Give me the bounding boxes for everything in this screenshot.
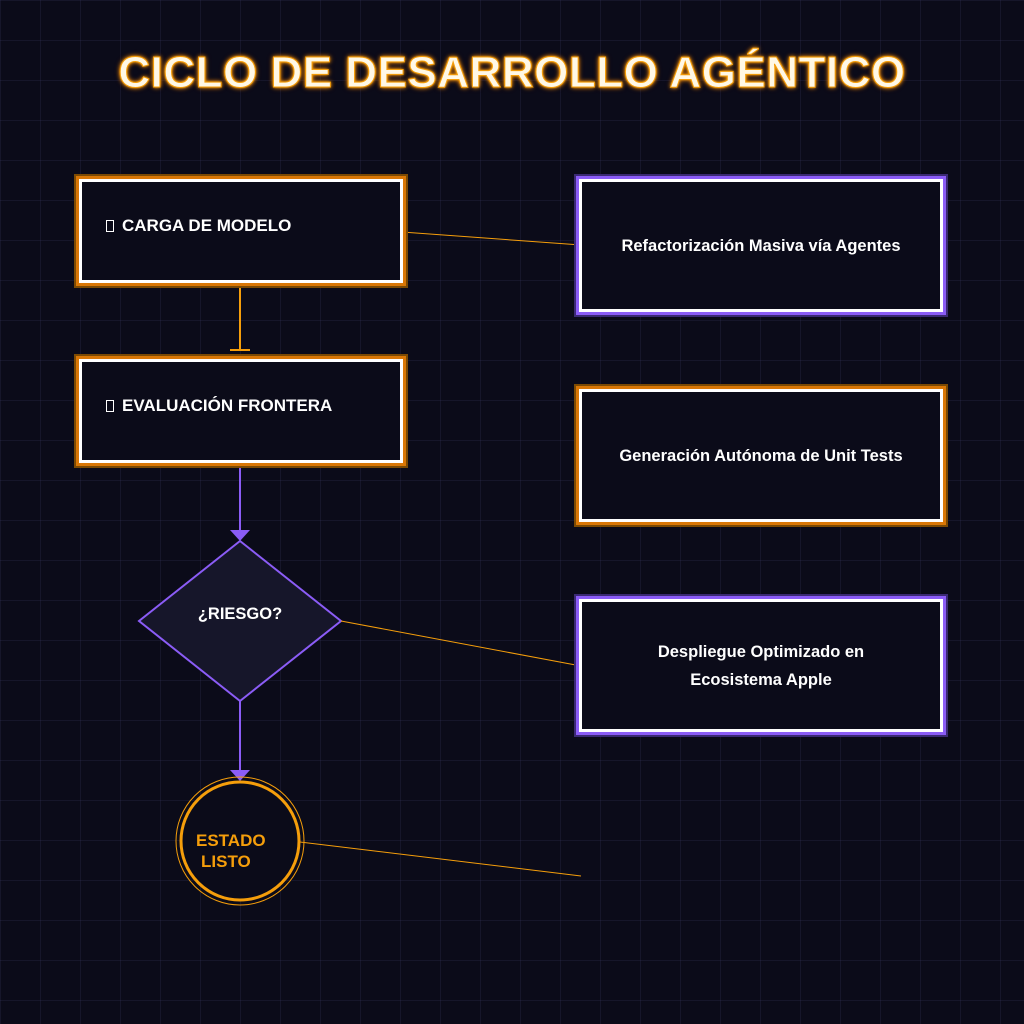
node-estado-label: ESTADO LISTO — [196, 830, 286, 872]
diagram-title: CICLO DE DESARROLLO AGÉNTICO — [118, 48, 906, 98]
estado-line-2: LISTO — [201, 852, 251, 871]
outcome-2-label: Generación Autónoma de Unit Tests — [619, 446, 903, 465]
box-glyph-icon — [106, 400, 114, 412]
node-riesgo-label: ¿RIESGO? — [197, 605, 283, 623]
node-carga-label: CARGA DE MODELO — [122, 216, 292, 235]
arrowhead-evaluacion-riesgo — [230, 530, 250, 541]
box-glyph-icon — [106, 220, 114, 232]
link-riesgo-outcome-3 — [340, 620, 582, 667]
outcome-1-label: Refactorización Masiva vía Agentes — [621, 236, 901, 255]
estado-terminal-outer-ring — [175, 776, 305, 906]
outcome-3-line-2: Ecosistema Apple — [690, 670, 832, 689]
node-evaluacion-frontera[interactable]: EVALUACIÓN FRONTERA — [79, 359, 403, 463]
outcome-despliegue-apple[interactable]: Despliegue Optimizado en Ecosistema Appl… — [579, 599, 943, 732]
node-carga-modelo[interactable]: CARGA DE MODELO — [79, 179, 403, 283]
estado-line-1: ESTADO — [196, 831, 266, 850]
outcome-generacion-tests[interactable]: Generación Autónoma de Unit Tests — [579, 389, 943, 522]
node-evaluacion-label: EVALUACIÓN FRONTERA — [122, 396, 333, 415]
estado-terminal-circle[interactable] — [179, 780, 301, 902]
arrowhead-riesgo-estado — [230, 770, 250, 781]
link-carga-outcome-1 — [401, 231, 582, 246]
outcome-3-line-1: Despliegue Optimizado en — [657, 642, 865, 661]
outcome-refactorizacion[interactable]: Refactorización Masiva vía Agentes — [579, 179, 943, 312]
link-estado-open — [299, 841, 582, 877]
